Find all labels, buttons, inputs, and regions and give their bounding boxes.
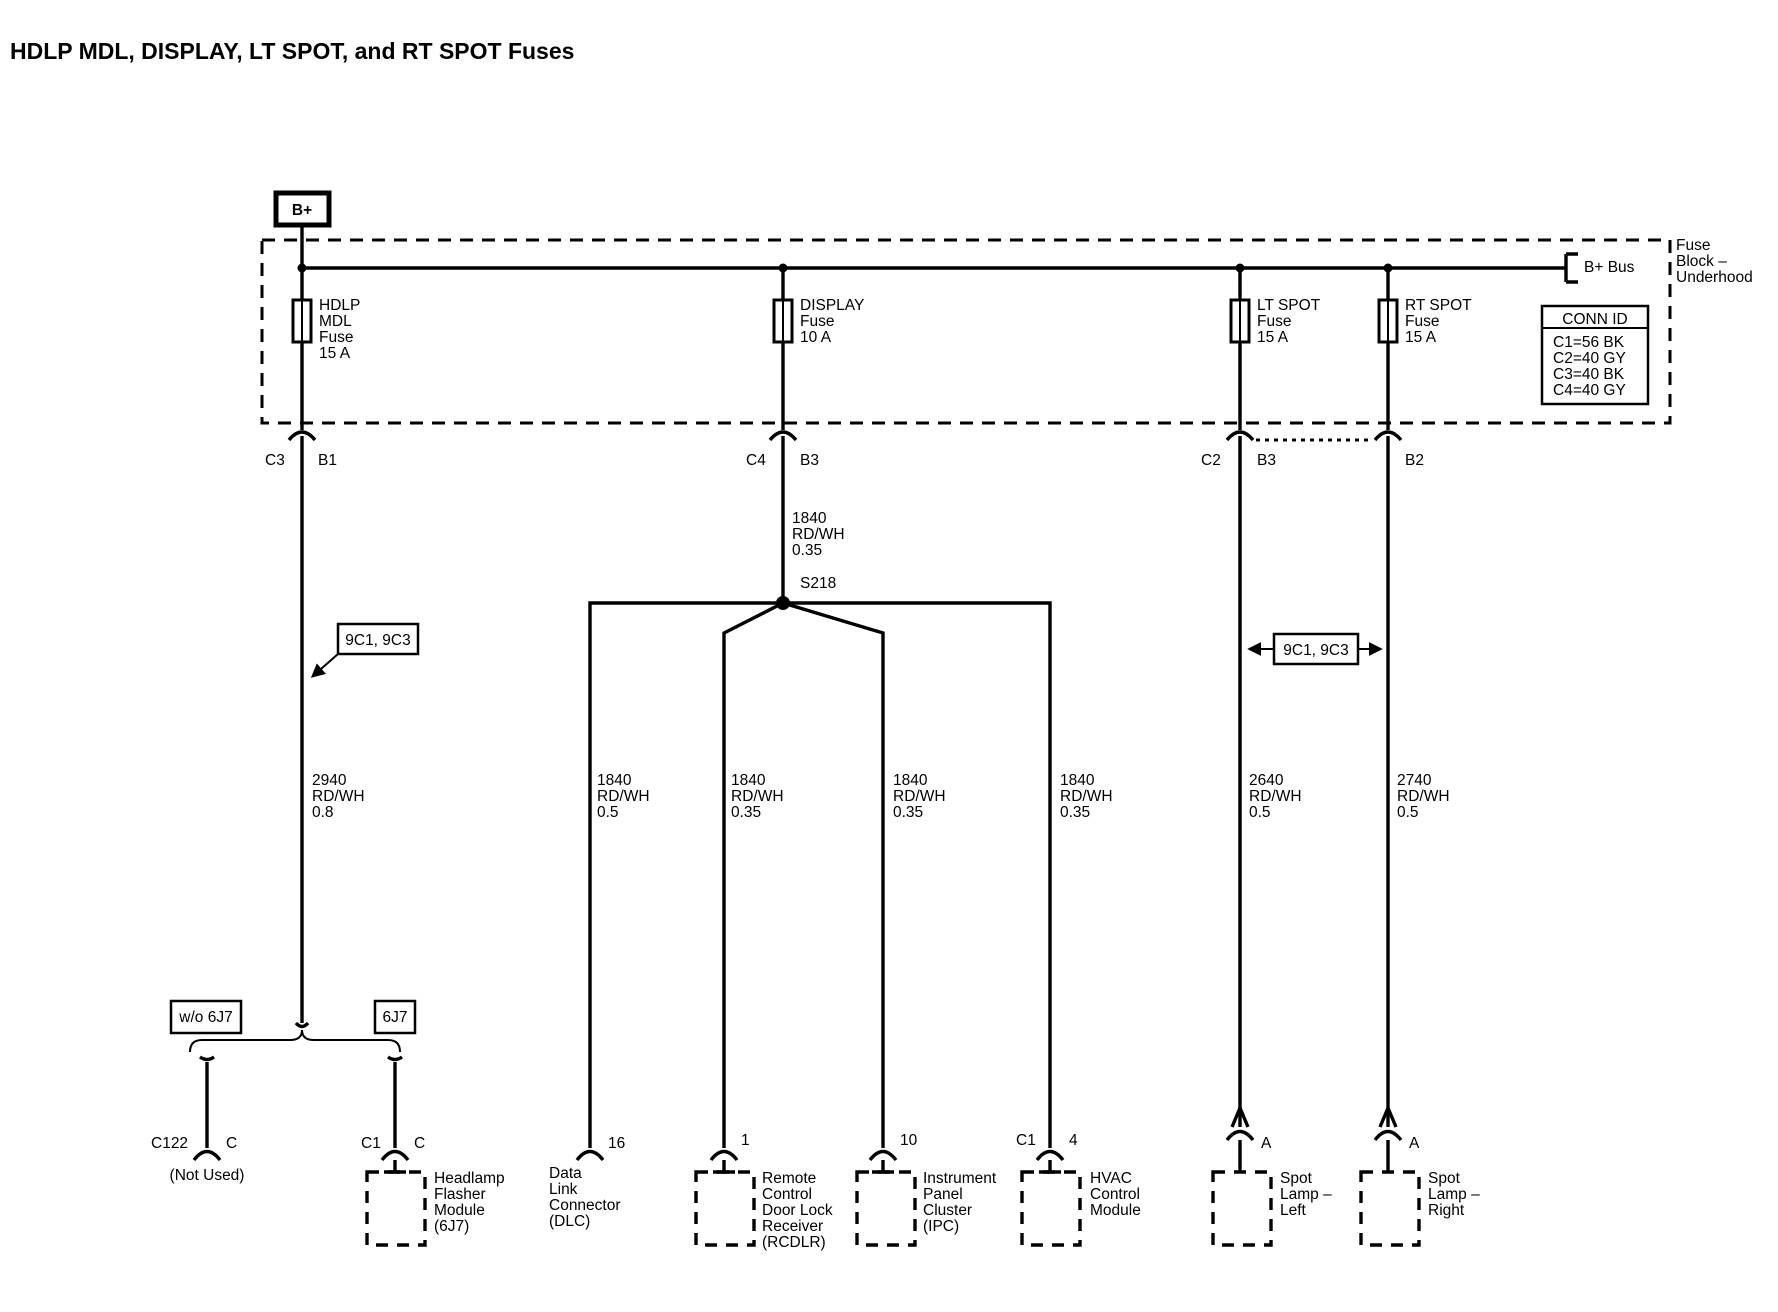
- component-dlc-label: Data Link Connector (DLC): [549, 1165, 625, 1230]
- wire-dlc-label: 1840 RD/WH 0.5: [597, 772, 654, 821]
- fuse-lt-spot: [1229, 268, 1251, 430]
- fuse-hdlp-mdl-label: HDLP MDL Fuse 15 A: [319, 297, 364, 362]
- fuse-lt-spot-label: LT SPOT Fuse 15 A: [1257, 297, 1324, 346]
- conn-id-line: C2=40 GY: [1553, 350, 1626, 367]
- option-with-6j7: 6J7: [373, 999, 417, 1035]
- fuse-block-name: Fuse Block – Underhood: [1676, 237, 1753, 286]
- component-hvac-label: HVAC Control Module: [1090, 1170, 1144, 1219]
- component-flasher-label: Headlamp Flasher Module (6J7): [434, 1170, 509, 1235]
- page-title: HDLP MDL, DISPLAY, LT SPOT, and RT SPOT …: [10, 38, 575, 64]
- wire-hvac-label: 1840 RD/WH 0.35: [1060, 772, 1117, 821]
- pin-lt-spot-a-label: A: [1261, 1135, 1272, 1152]
- pin-ipc-label: 10: [900, 1132, 918, 1149]
- ref-box-hdlp: 9C1, 9C3: [310, 622, 420, 678]
- wire-splice-inner: [722, 601, 885, 1148]
- component-spot-lamp-left: [1211, 1170, 1273, 1247]
- component-hvac: [1020, 1170, 1082, 1247]
- fuse-block-outline: [260, 238, 1672, 425]
- pin-b1-label: B1: [318, 452, 337, 469]
- pin-rcdlr-label: 1: [741, 1132, 750, 1149]
- component-rcdlr: [694, 1170, 756, 1247]
- c122-wire-break: [199, 1055, 215, 1062]
- connector-rcdlr: [709, 1149, 739, 1162]
- conn-id-line: C3=40 BK: [1553, 366, 1625, 383]
- option-with-label: 6J7: [383, 1009, 408, 1026]
- splice-label: S218: [800, 575, 836, 592]
- pin-dlc-label: 16: [608, 1135, 625, 1152]
- ref-box-spot: 9C1, 9C3: [1247, 632, 1383, 666]
- bus-junction: [1383, 263, 1393, 273]
- bus-terminal-bracket: [1564, 252, 1578, 284]
- component-ipc: [855, 1170, 917, 1247]
- ref-spot-text: 9C1, 9C3: [1283, 642, 1348, 659]
- wire-lt-spot-label: 2640 RD/WH 0.5: [1249, 772, 1306, 821]
- conn-c122-label: C122: [151, 1135, 188, 1152]
- pin-flasher-label: C: [414, 1135, 425, 1152]
- connector-lt-spot: [1225, 1129, 1255, 1142]
- conn-id-title: CONN ID: [1562, 311, 1627, 328]
- bus-junction: [1235, 263, 1245, 273]
- component-lt-spot-label: Spot Lamp – Left: [1280, 1170, 1336, 1219]
- battery-positive-label: B+: [292, 202, 312, 219]
- pin-b3-label: B3: [800, 452, 819, 469]
- option-without-6j7: w/o 6J7: [169, 999, 243, 1035]
- connector-hvac: [1035, 1149, 1065, 1162]
- conn-id-table: CONN ID C1=56 BK C2=40 GY C3=40 BK C4=40…: [1540, 304, 1650, 406]
- conn-flasher-label: C1: [361, 1135, 381, 1152]
- connector-c2-b3: [1225, 430, 1255, 442]
- lt-spot-arrow-tip: [1230, 1103, 1250, 1128]
- conn-id-line: C4=40 GY: [1553, 382, 1626, 399]
- wire-rcdlr-label: 1840 RD/WH 0.35: [731, 772, 788, 821]
- fuse-rt-spot-label: RT SPOT Fuse 15 A: [1405, 297, 1476, 346]
- conn-c2-label: C2: [1201, 452, 1221, 469]
- pin-b2-label: B2: [1405, 452, 1424, 469]
- ref-hdlp-text: 9C1, 9C3: [345, 632, 410, 649]
- component-rt-spot-label: Spot Lamp – Right: [1428, 1170, 1484, 1219]
- connector-flasher: [380, 1149, 410, 1162]
- battery-positive-box: B+: [273, 190, 332, 228]
- connector-c122: [192, 1149, 222, 1162]
- c122-note: (Not Used): [170, 1167, 245, 1184]
- wire-hdlp-label: 2940 RD/WH 0.8: [312, 772, 369, 821]
- connector-rt-spot: [1373, 1129, 1403, 1142]
- component-spot-lamp-right: [1359, 1170, 1421, 1247]
- component-headlamp-flasher-module: [365, 1170, 427, 1247]
- bus-label: B+ Bus: [1584, 259, 1635, 276]
- splice-wire-label: 1840 RD/WH 0.35: [792, 510, 849, 559]
- fuse-display: [772, 268, 794, 430]
- connector-dlc: [575, 1149, 605, 1162]
- connector-ipc: [868, 1149, 898, 1162]
- pin-rt-spot-a-label: A: [1409, 1135, 1420, 1152]
- fuse-display-label: DISPLAY Fuse 10 A: [800, 297, 868, 346]
- bus-junction: [778, 263, 788, 273]
- conn-id-line: C1=56 BK: [1553, 334, 1625, 351]
- conn-c4-label: C4: [746, 452, 766, 469]
- conn-c3-label: C3: [265, 452, 285, 469]
- option-break: [294, 1021, 310, 1029]
- connector-b2: [1373, 430, 1403, 442]
- conn-hvac-label: C1: [1016, 1132, 1036, 1149]
- option-brace: [189, 1029, 401, 1053]
- rt-spot-arrow-tip: [1378, 1103, 1398, 1128]
- fuse-rt-spot: [1377, 268, 1399, 430]
- wire-splice-outer: [588, 601, 1052, 1148]
- fuse-hdlp-mdl: [291, 268, 313, 430]
- flasher-wire-break: [387, 1055, 403, 1062]
- pin-lt-spot-label: B3: [1257, 452, 1276, 469]
- wire-ipc-label: 1840 RD/WH 0.35: [893, 772, 950, 821]
- wire-rt-spot-label: 2740 RD/WH 0.5: [1397, 772, 1454, 821]
- connector-c3-b1: [287, 430, 317, 442]
- component-ipc-label: Instrument Panel Cluster (IPC): [923, 1170, 1001, 1235]
- connector-c4-b3: [768, 430, 798, 442]
- pin-hvac-label: 4: [1069, 1132, 1078, 1149]
- option-without-label: w/o 6J7: [178, 1009, 232, 1026]
- component-rcdlr-label: Remote Control Door Lock Receiver (RCDLR…: [762, 1170, 837, 1251]
- pin-c122-label: C: [226, 1135, 237, 1152]
